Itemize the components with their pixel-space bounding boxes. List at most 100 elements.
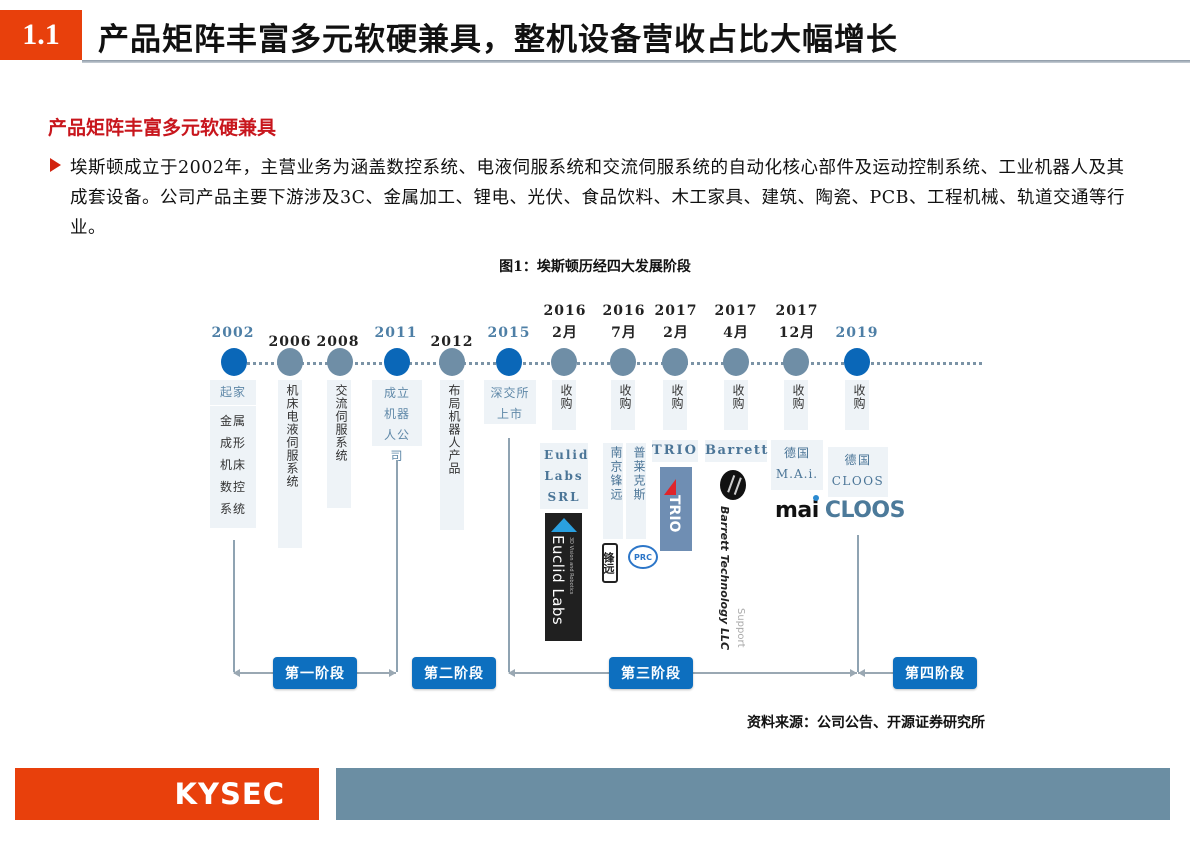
timeline-node-major — [221, 348, 247, 376]
event-label: 成立机器人公司 — [372, 380, 422, 463]
mai-dot-icon — [813, 495, 819, 501]
section-number: 1.1 — [0, 10, 82, 60]
nanjing-logo: 锋远 — [602, 543, 618, 583]
event-label: 起家 — [210, 380, 256, 405]
month-text: 7月 — [611, 325, 637, 341]
timeline-node — [783, 348, 809, 376]
trio-logo: TRIO — [660, 467, 692, 551]
company-tag-cloos: 德国 CLOOS — [828, 447, 888, 497]
timeline-node — [277, 348, 303, 376]
year-text: 2017 — [714, 303, 758, 319]
year-label: 2015 — [487, 325, 531, 341]
event-text: 收购 — [852, 384, 866, 410]
stage-connector — [857, 535, 859, 672]
company-text: 南京锋远 — [609, 446, 623, 502]
company-tag-trio: TRIO — [652, 440, 698, 462]
event-label: 布局机器人产品 — [440, 380, 464, 530]
event-label: 收购 — [845, 380, 869, 430]
bullet-arrow-icon — [50, 158, 61, 172]
timeline-node-major — [496, 348, 522, 376]
footer-brand-block: KYSEC — [15, 768, 319, 820]
event-label: 深交所上市 — [484, 380, 536, 424]
stage-label-2: 第二阶段 — [412, 657, 496, 689]
event-label: 交流伺服系统 — [327, 380, 351, 508]
euclid-logo-text: Euclid Labs — [549, 535, 567, 626]
month-text: 2月 — [663, 325, 689, 341]
trio-logo-text: TRIO — [666, 495, 682, 533]
section-heading: 产品矩阵丰富多元软硬兼具 — [48, 117, 277, 139]
year-label: 2016 7月 — [603, 300, 646, 344]
month-text: 12月 — [778, 325, 816, 341]
euclid-labs-logo: Euclid Labs 3D Vision and Robotics — [545, 513, 582, 641]
timeline-node — [327, 348, 353, 376]
trio-red-triangle-icon — [664, 479, 676, 495]
stage-label-4: 第四阶段 — [893, 657, 977, 689]
timeline-node — [610, 348, 636, 376]
company-tag-mai: 德国 M.A.i. — [771, 440, 823, 490]
event-text: 布局机器人产品 — [447, 384, 461, 475]
euclid-logo-subtext: 3D Vision and Robotics — [568, 537, 574, 595]
mai-logo-text: mai — [775, 498, 819, 523]
timeline-node — [723, 348, 749, 376]
intro-bullet: 埃斯顿成立于2002年，主营业务为涵盖数控系统、电液伺服系统和交流伺服系统的自动… — [50, 153, 1140, 243]
stage-label-1: 第一阶段 — [273, 657, 357, 689]
header-divider — [82, 60, 1190, 63]
intro-bullet-text: 埃斯顿成立于2002年，主营业务为涵盖数控系统、电液伺服系统和交流伺服系统的自动… — [70, 158, 1126, 238]
year-label: 2006 — [268, 334, 312, 350]
year-text: 2016 — [602, 303, 646, 319]
timeline-node — [439, 348, 465, 376]
arrow-right-icon — [850, 669, 857, 677]
event-text: 收购 — [731, 384, 745, 410]
figure-title: 图1：埃斯顿历经四大发展阶段 — [499, 259, 691, 275]
footer-bar — [336, 768, 1170, 820]
company-tag-praxis: 普莱克斯 — [626, 443, 646, 539]
event-text: 机床电液伺服系统 — [285, 384, 299, 488]
brand-logo-text: KYSEC — [174, 777, 285, 811]
year-label: 2011 — [374, 325, 418, 341]
company-tag-barrett: Barrett — [705, 440, 767, 462]
year-label: 2017 4月 — [715, 300, 758, 344]
year-label: 2016 2月 — [544, 300, 587, 344]
month-text: 4月 — [723, 325, 749, 341]
figure-source: 资料来源：公司公告、开源证券研究所 — [747, 715, 985, 731]
year-label: 2002 — [211, 325, 255, 341]
timeline-node — [662, 348, 688, 376]
event-label: 收购 — [663, 380, 687, 430]
company-text: 德国 — [844, 453, 872, 467]
arrow-left-icon — [508, 669, 515, 677]
company-text: 普莱克斯 — [632, 446, 646, 502]
stage-bracket — [858, 672, 898, 674]
event-label: 收购 — [724, 380, 748, 430]
prc-logo: PRC — [628, 545, 658, 569]
timeline-node-major — [384, 348, 410, 376]
event-text: 交流伺服系统 — [334, 384, 348, 462]
company-text: 德国 — [783, 446, 810, 460]
barrett-logo-text: Barrett Technology LLC — [718, 506, 731, 651]
event-label: 收购 — [784, 380, 808, 430]
year-text: 2017 — [775, 303, 819, 319]
event-label: 机床电液伺服系统 — [278, 380, 302, 548]
timeline-axis — [222, 362, 982, 365]
year-label: 2012 — [430, 334, 474, 350]
year-label: 2008 — [316, 334, 360, 350]
event-text: 收购 — [791, 384, 805, 410]
company-tag-euclid: Eulid Labs SRL — [540, 443, 588, 509]
cloos-logo-text: CLOOS — [824, 498, 906, 523]
year-label: 2019 — [835, 325, 879, 341]
euclid-triangle-icon — [551, 518, 577, 532]
event-text: 收购 — [618, 384, 632, 410]
stage-label-3: 第三阶段 — [609, 657, 693, 689]
year-label: 2017 2月 — [655, 300, 698, 344]
timeline-node-major — [844, 348, 870, 376]
arrow-right-icon — [389, 669, 396, 677]
barrett-support-text: Support — [735, 608, 746, 648]
company-tag-nanjing: 南京锋远 — [603, 443, 623, 539]
event-text: 收购 — [670, 384, 684, 410]
event-text: 收购 — [559, 384, 573, 410]
year-label: 2017 12月 — [776, 300, 819, 344]
arrow-left-icon — [233, 669, 240, 677]
timeline-node — [551, 348, 577, 376]
month-text: 2月 — [552, 325, 578, 341]
barrett-logo-icon — [720, 470, 746, 500]
